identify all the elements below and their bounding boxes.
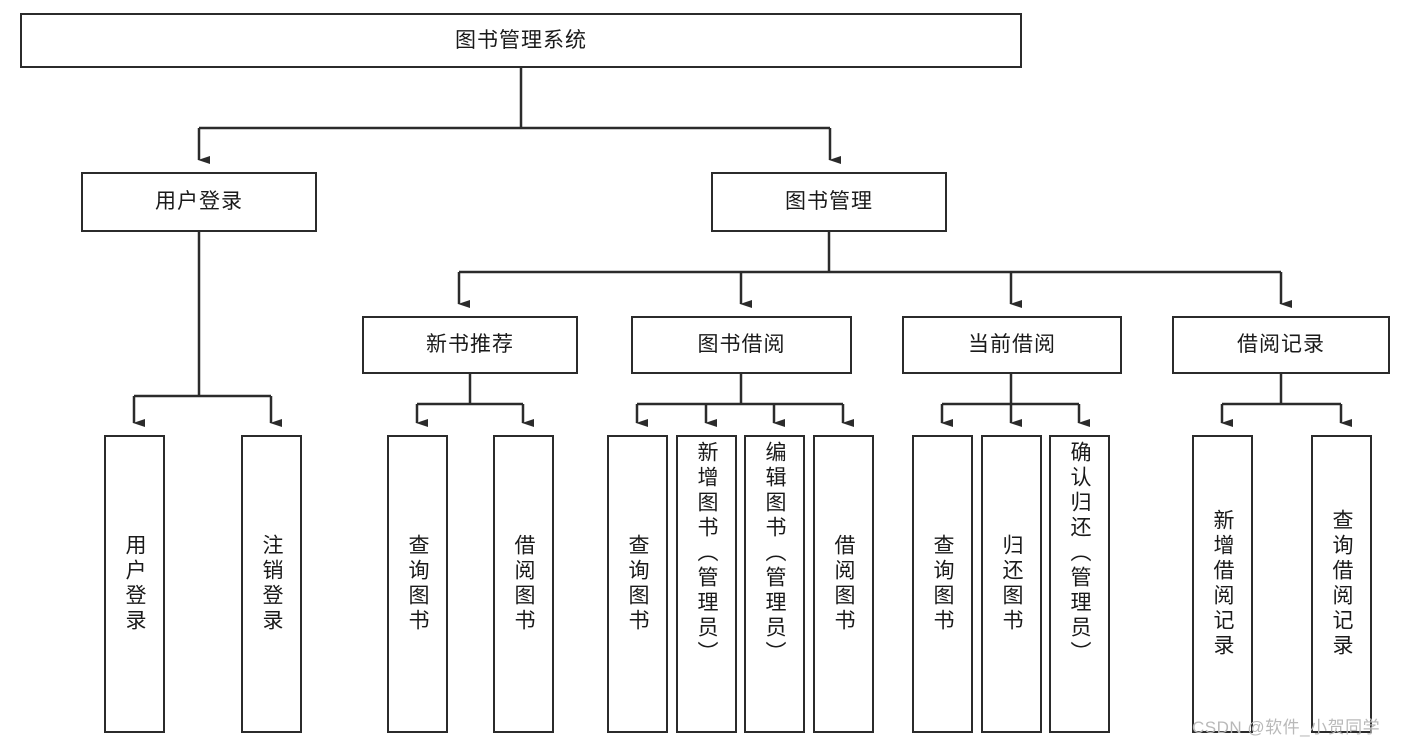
node-leaf-query-book-current[interactable]: 查询图书 <box>912 435 973 733</box>
node-root-system[interactable]: 图书管理系统 <box>20 13 1022 68</box>
csdn-watermark: CSDN @软件_小贺同学 <box>1192 718 1381 737</box>
node-leaf-user-login[interactable]: 用户登录 <box>104 435 165 733</box>
node-current-borrow[interactable]: 当前借阅 <box>902 316 1122 374</box>
node-leaf-query-book-borrow[interactable]: 查询图书 <box>607 435 668 733</box>
node-leaf-return-book[interactable]: 归还图书 <box>981 435 1042 733</box>
node-new-book-recommend[interactable]: 新书推荐 <box>362 316 578 374</box>
node-leaf-borrow-book-recommend[interactable]: 借阅图书 <box>493 435 554 733</box>
node-leaf-edit-book[interactable]: 编辑图书（管理员） <box>744 435 805 733</box>
node-leaf-query-book-recommend[interactable]: 查询图书 <box>387 435 448 733</box>
node-book-borrow[interactable]: 图书借阅 <box>631 316 852 374</box>
node-user-login[interactable]: 用户登录 <box>81 172 317 232</box>
node-leaf-query-borrow-record[interactable]: 查询借阅记录 <box>1311 435 1372 733</box>
node-leaf-confirm-return[interactable]: 确认归还（管理员） <box>1049 435 1110 733</box>
node-leaf-borrow-book[interactable]: 借阅图书 <box>813 435 874 733</box>
node-borrow-record[interactable]: 借阅记录 <box>1172 316 1390 374</box>
node-leaf-logout-login[interactable]: 注销登录 <box>241 435 302 733</box>
node-leaf-add-borrow-record[interactable]: 新增借阅记录 <box>1192 435 1253 733</box>
node-leaf-add-book[interactable]: 新增图书（管理员） <box>676 435 737 733</box>
node-book-management[interactable]: 图书管理 <box>711 172 947 232</box>
